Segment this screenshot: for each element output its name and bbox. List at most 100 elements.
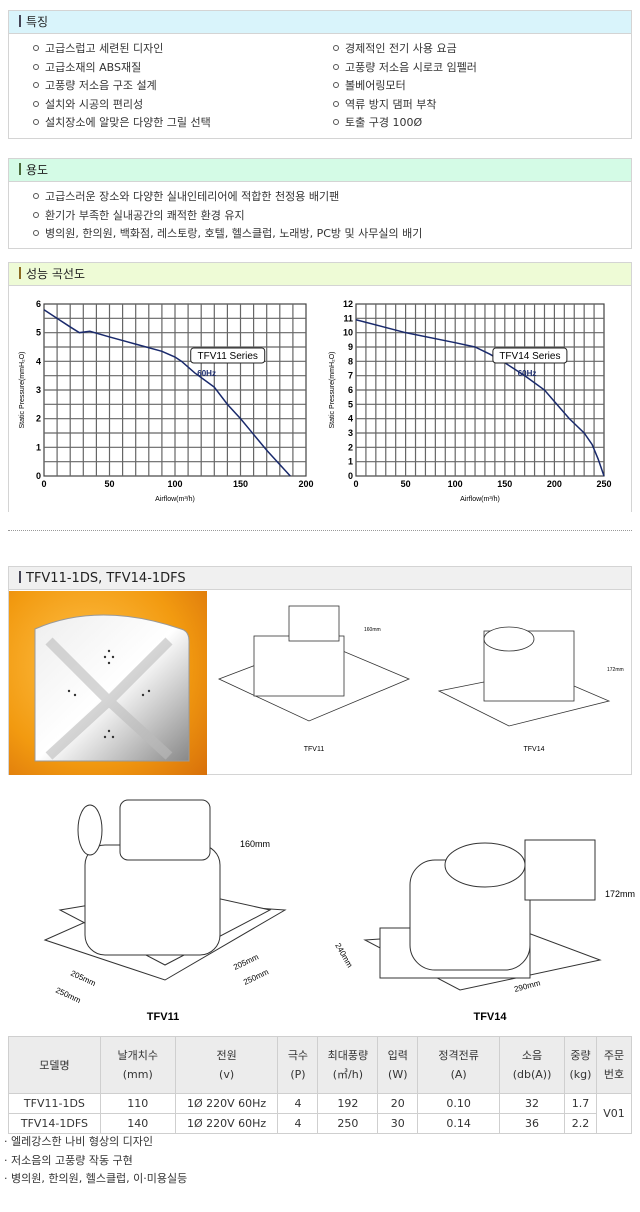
x-tick-label: 50: [401, 479, 411, 489]
features-header: 특징: [9, 11, 631, 34]
feature-item: 볼베어링모터: [333, 77, 633, 96]
tfv14-label-small: TFV14: [523, 746, 544, 753]
tfv11-label: TFV11: [147, 1011, 179, 1023]
table-header-cell: 최대풍량(㎥/h): [317, 1036, 379, 1094]
series-line: [43, 309, 291, 477]
feature-item: 경제적인 전기 사용 요금: [333, 40, 633, 59]
feature-item: 고급스럽고 세련된 디자인: [33, 40, 333, 59]
series-title-box: [492, 347, 568, 364]
tfv11-w1: 205mm: [69, 969, 97, 989]
feature-item: 설치와 시공의 편리성: [33, 96, 333, 115]
y-tick-label: 1: [36, 442, 41, 452]
tfv14-height: 172mm: [605, 889, 635, 899]
x-tick-label: 150: [497, 479, 512, 489]
x-tick-label: 0: [41, 479, 46, 489]
y-tick-label: 2: [348, 442, 353, 452]
usage-item: 고급스러운 장소와 다양한 실내인테리어에 적합한 천정용 배기팬: [33, 188, 631, 207]
y-tick-label: 0: [348, 471, 353, 481]
fan-grille-image: [34, 614, 190, 762]
x-tick-label: 200: [547, 479, 562, 489]
performance-header: 성능 곡선도: [9, 263, 631, 286]
feature-item: 설치장소에 알맞은 다양한 그릴 선택: [33, 114, 333, 133]
y-tick-label: 5: [36, 328, 41, 338]
x-tick-label: 100: [167, 479, 182, 489]
note-item: · 저소음의 고풍량 작동 구현: [4, 1153, 133, 1167]
table-header-cell: 날개치수(mm): [99, 1036, 176, 1094]
feature-item: 고풍량 저소음 구조 설계: [33, 77, 333, 96]
series-title-box: [190, 347, 266, 364]
series-label: 60Hz: [197, 369, 216, 378]
dimension-drawings-small: TFV11 TFV14 160mm 172mm: [217, 605, 624, 753]
y-axis-label: Static Pressure(mmH₂O): [19, 351, 26, 428]
table-header-cell: 극수(P): [277, 1036, 319, 1094]
dim-label: 160mm: [364, 627, 381, 633]
tfv14-width: 290mm: [513, 978, 541, 994]
y-tick-label: 3: [36, 385, 41, 395]
y-tick-label: 6: [348, 385, 353, 395]
x-tick-label: 50: [104, 479, 114, 489]
table-header-cell: 정격전류(A): [417, 1036, 501, 1094]
y-tick-label: 2: [36, 414, 41, 424]
y-tick-label: 1: [348, 457, 353, 467]
divider: [8, 530, 632, 531]
note-item: · 병의원, 한의원, 헬스클럽, 이·미용실등: [4, 1172, 188, 1185]
feature-item: 역류 방지 댐퍼 부착: [333, 96, 633, 115]
product-header: TFV11-1DS, TFV14-1DFS: [9, 567, 631, 590]
x-tick-label: 200: [298, 479, 313, 489]
usage-title: 용도: [26, 163, 49, 177]
y-tick-label: 10: [343, 328, 353, 338]
tfv11-height: 160mm: [240, 839, 270, 849]
dim-label: 172mm: [607, 667, 624, 673]
table-header-cell: 중량(kg): [564, 1036, 597, 1094]
table-header-cell: 소음(db(A)): [499, 1036, 565, 1094]
product-photo: [9, 591, 207, 775]
x-tick-label: 100: [448, 479, 463, 489]
series-line: [355, 319, 605, 477]
y-tick-label: 7: [348, 371, 353, 381]
note-item: · 엘레강스한 나비 형상의 디자인: [4, 1135, 154, 1148]
tfv14-label: TFV14: [473, 1011, 507, 1023]
table-header-cell: 입력(W): [377, 1036, 419, 1094]
product-section: TFV11-1DS, TFV14-1DFS TFV11 TFV14 160mm …: [8, 566, 632, 775]
y-tick-label: 5: [348, 399, 353, 409]
y-tick-label: 0: [36, 471, 41, 481]
series-title: TFV11 Series: [198, 351, 258, 362]
feature-item: 고급소재의 ABS재질: [33, 59, 333, 78]
x-axis-label: Airflow(m³/h): [460, 496, 500, 503]
performance-title: 성능 곡선도: [26, 267, 86, 281]
tfv11-d1: 205mm: [232, 952, 260, 972]
usage-header: 용도: [9, 159, 631, 182]
usage-section: 용도 고급스러운 장소와 다양한 실내인테리어에 적합한 천정용 배기팬 환기가…: [8, 158, 632, 249]
notes: · 엘레강스한 나비 형상의 디자인 · 저소음의 고풍량 작동 구현 · 병의…: [4, 1133, 187, 1189]
series-label: 60Hz: [518, 369, 537, 378]
tfv14-depth: 240mm: [333, 942, 354, 970]
y-tick-label: 3: [348, 428, 353, 438]
y-tick-label: 8: [348, 356, 353, 366]
feature-item: 토출 구경 100Ø: [333, 114, 633, 133]
x-tick-label: 0: [353, 479, 358, 489]
y-tick-label: 4: [348, 414, 353, 424]
series-title: TFV14 Series: [499, 351, 560, 362]
y-tick-label: 12: [343, 299, 353, 309]
tfv11-w2: 250mm: [54, 986, 82, 1006]
usage-item: 병의원, 한의원, 백화점, 레스토랑, 호텔, 헬스클럽, 노래방, PC방 …: [33, 225, 631, 244]
table-header-cell: 모델명: [8, 1036, 101, 1094]
tfv11-label-small: TFV11: [304, 746, 325, 753]
x-tick-label: 250: [596, 479, 611, 489]
x-axis-label: Airflow(m³/h): [155, 496, 195, 503]
y-tick-label: 11: [343, 313, 353, 323]
dimension-drawings-large: TFV11 TFV14 160mm 205mm 250mm 205mm 250m…: [43, 799, 635, 1023]
product-title: TFV11-1DS, TFV14-1DFS: [26, 571, 186, 586]
y-tick-label: 6: [36, 299, 41, 309]
y-tick-label: 4: [36, 356, 41, 366]
features-title: 특징: [26, 15, 49, 29]
x-tick-label: 150: [233, 479, 248, 489]
order-number: V01: [595, 1093, 633, 1134]
features-section: 특징 고급스럽고 세련된 디자인 고급소재의 ABS재질 고풍량 저소음 구조 …: [8, 10, 632, 139]
